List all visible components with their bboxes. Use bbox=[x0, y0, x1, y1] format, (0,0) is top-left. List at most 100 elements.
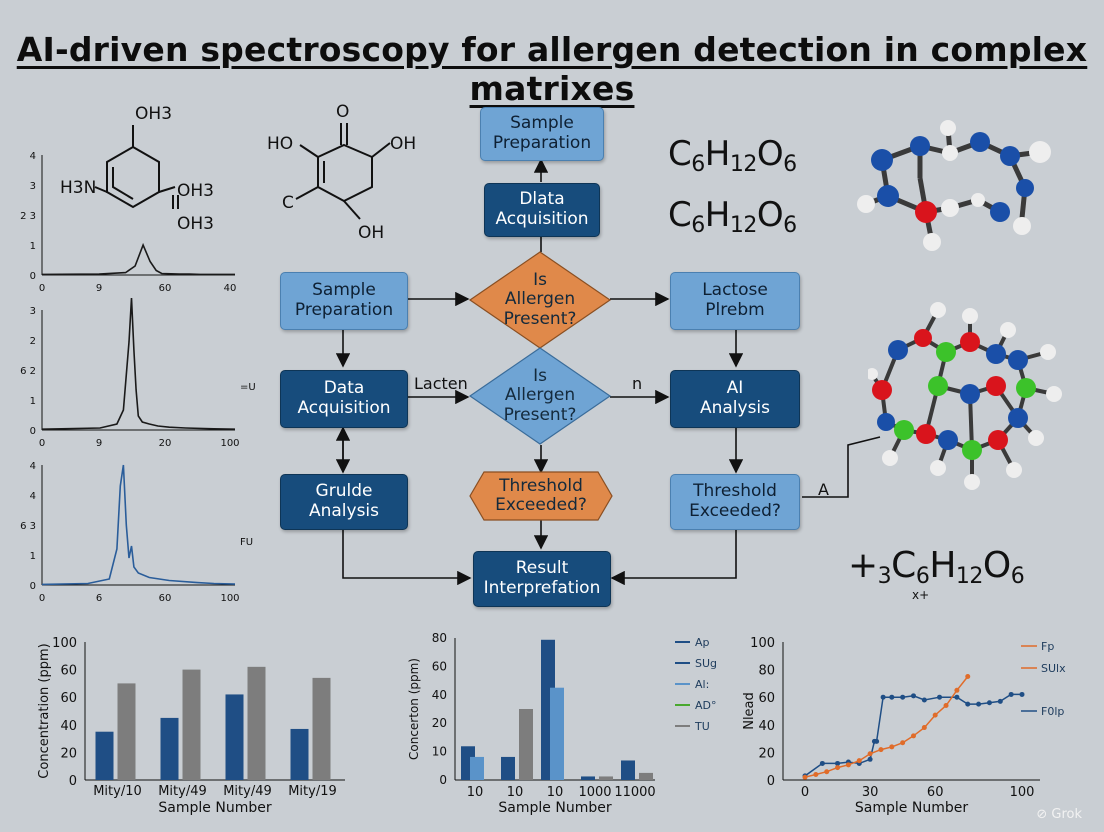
bar2-bar bbox=[599, 776, 613, 780]
grok-watermark: ⊘ Grok bbox=[1036, 807, 1082, 822]
line-y-tick: 60 bbox=[758, 691, 775, 706]
bar2-bar bbox=[581, 776, 595, 780]
threshold-center-shape bbox=[469, 471, 613, 521]
line-point bbox=[986, 700, 992, 706]
spectrum-x-tick: 0 bbox=[39, 283, 45, 294]
struct-left-oh-2: OH3 bbox=[177, 214, 214, 234]
bar1-bar bbox=[95, 731, 114, 780]
bar2-bar bbox=[470, 756, 484, 780]
bar2-y-tick: 40 bbox=[432, 688, 447, 702]
lactose-box: Lactose Plrebm bbox=[670, 272, 800, 330]
bar1-bar bbox=[312, 677, 331, 780]
page-title: AI-driven spectroscopy for allergen dete… bbox=[16, 30, 1088, 108]
connector-label-lacten: Lacten bbox=[414, 374, 468, 393]
struct-center-c: C bbox=[282, 193, 294, 213]
diamond-upper-label: Is Allergen Present? bbox=[503, 270, 577, 329]
formula-top: C6H12O6 bbox=[668, 134, 797, 177]
spectrum-line bbox=[41, 464, 236, 586]
line-point bbox=[900, 740, 906, 746]
spectrum-side-label: FU bbox=[240, 537, 253, 548]
line-point bbox=[867, 756, 873, 762]
center-chemical-structure: HO O OH C OH bbox=[267, 102, 416, 243]
line-point bbox=[911, 733, 916, 739]
struct-center-oh-bottom: OH bbox=[358, 223, 384, 243]
spectrum-y-tick: 3 bbox=[30, 306, 36, 317]
result-interpretation-box: Result Interprefation bbox=[473, 551, 611, 607]
line-point bbox=[900, 694, 906, 700]
bar2-y-tick: 10 bbox=[432, 745, 447, 759]
bar1-x-tick: Mity/10 bbox=[93, 784, 142, 799]
bar2-bar bbox=[519, 709, 533, 780]
spectrum-y-tick: 2 3 bbox=[20, 211, 36, 222]
spectrum-x-tick: 40 bbox=[224, 283, 237, 294]
bar1-bar bbox=[160, 717, 179, 780]
line-point bbox=[880, 694, 886, 700]
line-point bbox=[874, 738, 880, 744]
bar2-y-tick: 80 bbox=[432, 631, 447, 645]
line-y-tick: 20 bbox=[758, 746, 775, 761]
spectrum-y-tick: 1 bbox=[30, 551, 36, 562]
bar2-xlabel: Sample Number bbox=[498, 800, 611, 816]
bar2-y-tick: 20 bbox=[432, 716, 447, 730]
line-point bbox=[932, 712, 938, 718]
line-x-tick: 60 bbox=[927, 785, 944, 800]
line-series bbox=[804, 676, 969, 778]
line-point bbox=[976, 701, 982, 707]
threshold-right-box: Threshold Exceeded? bbox=[670, 474, 800, 530]
bar1-bar bbox=[247, 666, 266, 780]
spectrum-x-tick: 100 bbox=[220, 438, 239, 449]
line-xlabel: Sample Number bbox=[855, 800, 968, 816]
line-point bbox=[921, 697, 927, 703]
bar1-y-tick: 60 bbox=[60, 691, 77, 706]
bar2-x-tick: 10 bbox=[467, 785, 484, 800]
bar2-x-tick: 1000 bbox=[578, 785, 611, 800]
spectrum-y-tick: 0 bbox=[30, 581, 36, 592]
bar2-bar bbox=[550, 687, 564, 780]
connector-label-a: A bbox=[818, 480, 829, 499]
line-legend-label: Fp bbox=[1041, 640, 1054, 653]
bar2-bar bbox=[621, 760, 635, 780]
bar2-legend-label: SUg bbox=[695, 657, 717, 670]
spectrum-x-tick: 6 bbox=[96, 593, 102, 604]
spectrum-line bbox=[41, 297, 236, 430]
struct-center-oh: OH bbox=[390, 134, 416, 154]
bar1-y-tick: 40 bbox=[60, 719, 77, 734]
struct-left-oh-top: OH3 bbox=[135, 104, 172, 124]
line-point bbox=[954, 694, 960, 700]
spectrum-line bbox=[41, 242, 235, 276]
line-point bbox=[889, 744, 895, 750]
spectrum-y-tick: 6 3 bbox=[20, 521, 36, 532]
spectrum-side-label: =U bbox=[240, 382, 256, 393]
line-point bbox=[1008, 691, 1014, 697]
struct-left-nh: H3N bbox=[60, 178, 96, 198]
bar2-x-tick: 10 bbox=[547, 785, 564, 800]
spectrum-y-tick: 2 bbox=[30, 336, 36, 347]
line-point bbox=[889, 694, 895, 700]
top-data-acquisition-box: Dlata Acquisition bbox=[484, 183, 600, 237]
sample-preparation-box: Sample Preparation bbox=[280, 272, 408, 330]
struct-center-o: O bbox=[336, 102, 349, 122]
spectrum-x-tick: 9 bbox=[96, 438, 102, 449]
spectrum-x-tick: 60 bbox=[159, 283, 172, 294]
line-x-tick: 100 bbox=[1010, 785, 1035, 800]
line-point bbox=[867, 751, 873, 757]
bar2-legend-label: TU bbox=[694, 720, 710, 733]
line-y-tick: 80 bbox=[758, 664, 775, 679]
line-point bbox=[943, 702, 949, 708]
bar1-y-tick: 20 bbox=[60, 746, 77, 761]
spectrum-x-tick: 20 bbox=[159, 438, 172, 449]
molecule-small-3d bbox=[857, 120, 1051, 251]
molecule-large-3d bbox=[868, 302, 1062, 490]
spectrum-x-tick: 0 bbox=[39, 593, 45, 604]
bar1-x-tick: Mity/19 bbox=[288, 784, 337, 799]
line-y-tick: 0 bbox=[767, 774, 775, 789]
bar2-bar bbox=[639, 772, 653, 780]
line-point bbox=[965, 674, 971, 679]
line-x-tick: 30 bbox=[862, 785, 879, 800]
line-point bbox=[921, 725, 927, 731]
line-point bbox=[997, 698, 1003, 704]
bar1-x-tick: Mity/49 bbox=[158, 784, 207, 799]
